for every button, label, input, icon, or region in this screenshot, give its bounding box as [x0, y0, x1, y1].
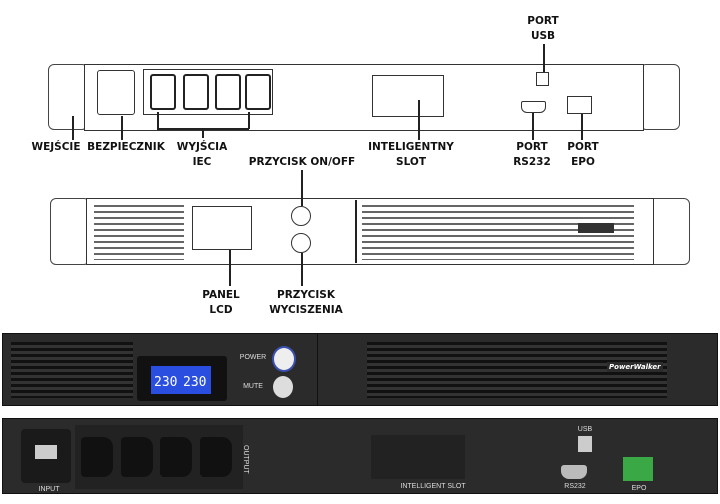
usb-port: [536, 72, 549, 86]
outlet-block: [75, 425, 243, 489]
epo-label: EPO: [631, 485, 647, 492]
output-label: OUTPUT: [242, 445, 249, 474]
rs232-port: [521, 101, 546, 113]
epo-port: [567, 96, 592, 114]
power-inlet: [21, 429, 71, 483]
mute-button: [291, 233, 311, 253]
iec-outlet: [183, 74, 209, 110]
lcd-bezel: 230 230: [137, 356, 227, 401]
lcd-screen: 230 230: [151, 366, 211, 394]
lcd-output-voltage: 230: [183, 375, 207, 390]
iec-outlet: [160, 437, 192, 477]
usb-port: [578, 436, 592, 452]
mute-button[interactable]: [273, 376, 293, 398]
iec-outlet: [200, 437, 232, 477]
rs232-port: [561, 465, 587, 479]
epo-port: [623, 457, 653, 481]
intelligent-slot-label: INTELLIGENT SLOT: [400, 483, 466, 490]
intelligent-slot: [372, 75, 444, 117]
iec-outlet: [121, 437, 153, 477]
rs232-label: RS232: [564, 483, 586, 490]
iec-outlet: [215, 74, 241, 110]
label-bezpiecznik: BEZPIECZNIK: [87, 141, 165, 153]
label-wejscie: WEJŚCIE: [31, 141, 81, 153]
front-photo: 230 230 POWER MUTE PowerWalker: [2, 333, 718, 406]
rack-ear-right: [648, 198, 690, 265]
iec-outlet: [150, 74, 176, 110]
onoff-button: [291, 206, 311, 226]
rack-ear-left: [48, 64, 88, 130]
lcd-input-voltage: 230: [154, 375, 178, 390]
intelligent-slot: [371, 435, 465, 479]
rack-ear-right: [640, 64, 680, 130]
mute-label: MUTE: [243, 383, 263, 390]
power-label: POWER: [239, 354, 267, 361]
iec-outlet: [81, 437, 113, 477]
power-inlet: [97, 70, 135, 115]
power-button[interactable]: [272, 346, 296, 372]
brand-logo: PowerWalker: [607, 362, 663, 372]
input-label: INPUT: [38, 486, 60, 493]
rack-ear-left: [50, 198, 90, 265]
rear-photo: INPUT OUTPUT INTELLIGENT SLOT USB RS232 …: [2, 418, 718, 494]
usb-label: USB: [577, 426, 593, 433]
iec-outlet: [245, 74, 271, 110]
lcd-panel: [192, 206, 252, 250]
brand-logo: [578, 223, 614, 233]
label-przycisk-onoff: PRZYCISK ON/OFF: [248, 156, 356, 168]
